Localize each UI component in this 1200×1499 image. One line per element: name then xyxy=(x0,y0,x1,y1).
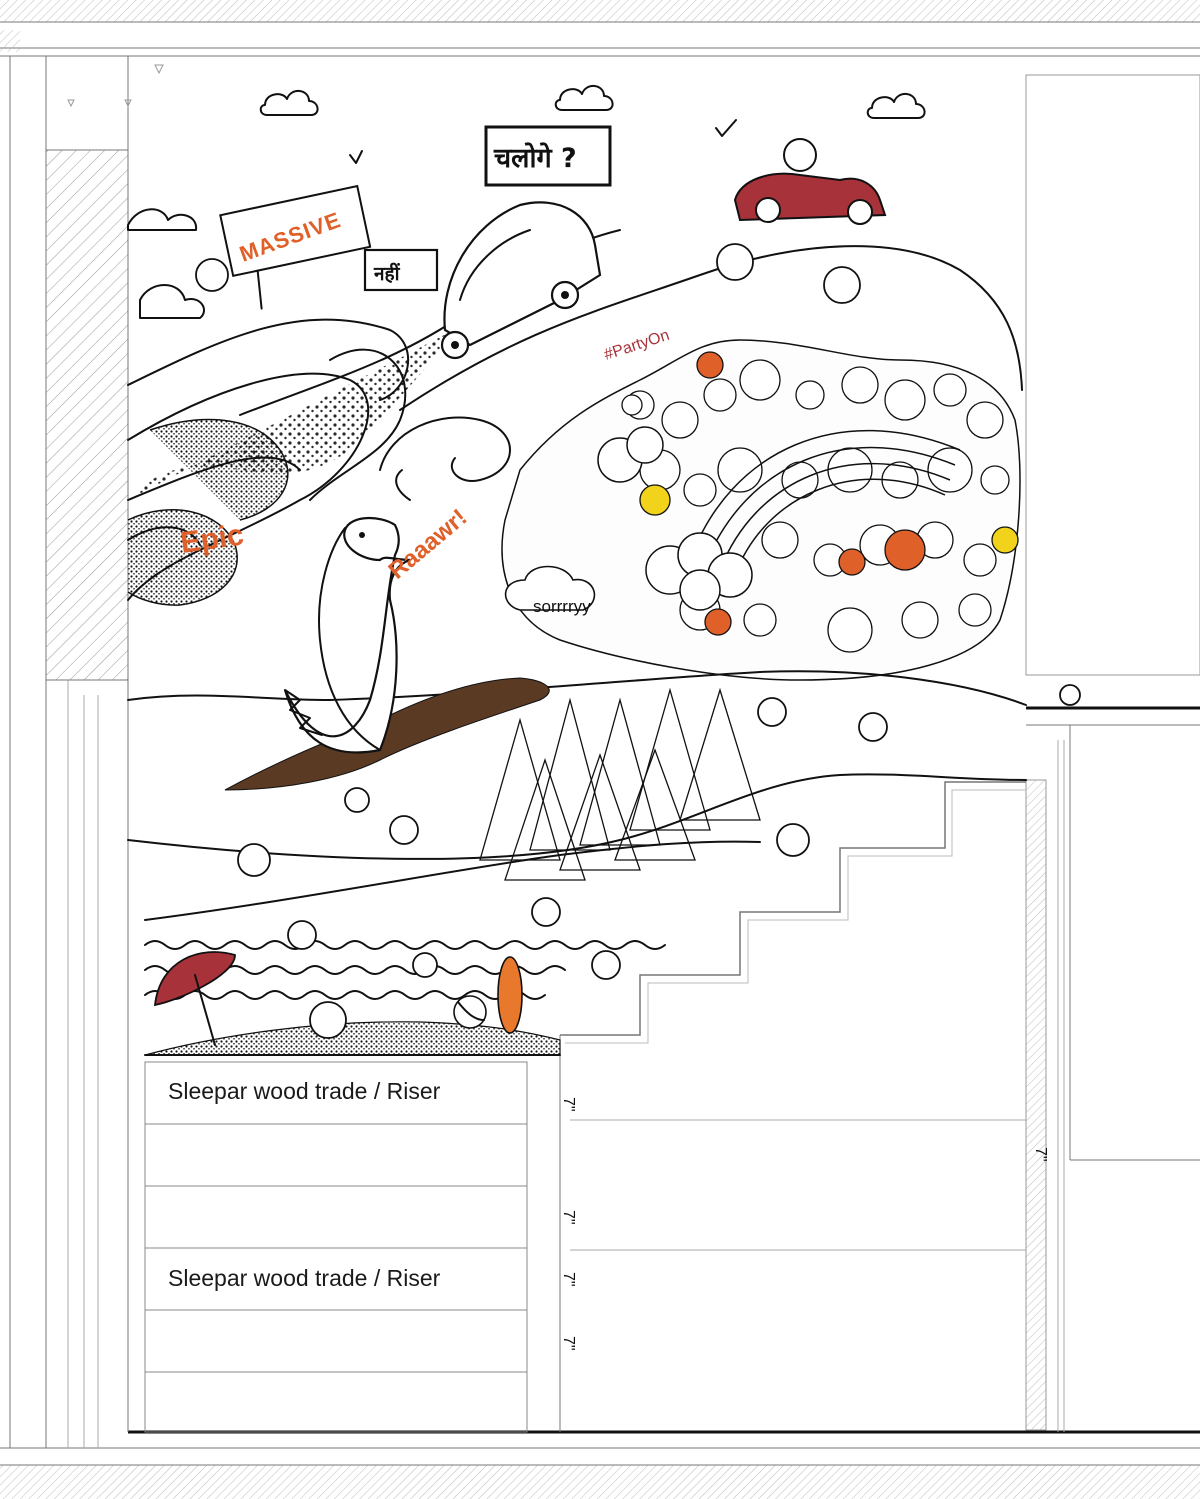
sky-clouds xyxy=(127,85,926,319)
nahi-sign-board xyxy=(363,248,439,292)
stair-steps xyxy=(559,781,1026,1432)
dimension-mark: 7" xyxy=(1032,1147,1049,1162)
riser-label-bottom: Sleepar wood trade / Riser xyxy=(168,1265,441,1291)
chaloge-sign-board xyxy=(484,125,612,187)
riser-label-top: Sleepar wood trade / Riser xyxy=(168,1078,441,1104)
dinosaur xyxy=(283,517,411,754)
massive-sign-board xyxy=(219,184,372,278)
surfboard xyxy=(497,956,523,1034)
nahi-text: नहीं xyxy=(373,262,401,285)
chaloge-text: चलोगे ? xyxy=(493,142,577,174)
dimension-mark: 7" xyxy=(560,1336,577,1351)
rainbow xyxy=(689,429,961,576)
party-on-text: #PartyOn xyxy=(602,327,672,364)
dimension-marks: 7" 7" 7" 7" 7" xyxy=(560,1097,1049,1351)
beach-ball xyxy=(453,995,487,1029)
riser-panels xyxy=(144,1061,528,1433)
beach-umbrella xyxy=(153,951,236,1046)
cloud-puff xyxy=(597,426,753,611)
sorry-speech-bubble xyxy=(504,565,596,611)
auto-rickshaw xyxy=(440,201,602,360)
sorry-text: sorrrryy xyxy=(533,597,591,616)
red-car xyxy=(733,138,887,225)
pine-forest xyxy=(479,687,761,881)
mural-objects xyxy=(153,125,1081,1046)
dimension-mark: 7" xyxy=(560,1097,577,1112)
dimension-mark: 7" xyxy=(560,1210,577,1225)
mural-landscape xyxy=(127,85,1027,1056)
doodle-people xyxy=(195,243,1081,1039)
dimension-mark: 7" xyxy=(560,1272,577,1287)
